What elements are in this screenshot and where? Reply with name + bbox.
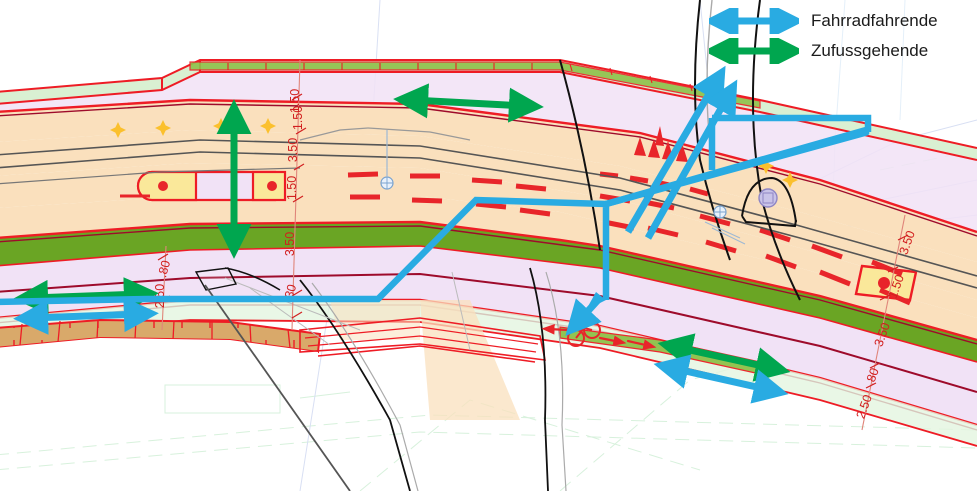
dim-center-1: 1.50 <box>288 89 302 113</box>
bollard-icon <box>878 277 890 289</box>
dim-center-4: 3.50 <box>283 232 297 256</box>
cycle-route-top-connector <box>605 114 872 208</box>
cycle-route-main-polyline <box>0 196 610 306</box>
bollard-icon <box>158 181 168 191</box>
double-arrow-icon <box>709 8 799 34</box>
double-arrow-icon <box>709 38 799 64</box>
legend: Fahrradfahrende Zufussgehende <box>709 6 969 66</box>
dim-right-4: .80 <box>863 366 882 387</box>
cycle-arrow-into-junction <box>565 297 602 336</box>
carriageway-direction-arrows <box>541 324 657 350</box>
bus-shelter-detail <box>741 176 797 228</box>
manhole-icon <box>380 130 746 245</box>
ped-arrow-top-sidewalk <box>393 83 544 123</box>
legend-label-pedestrian: Zufussgehende <box>811 41 929 60</box>
dim-top-1-50: 1.50 <box>291 106 305 130</box>
legend-item-cyclist: Fahrradfahrende <box>709 6 969 36</box>
cycle-arrow-left-footway <box>13 297 159 335</box>
cycle-arrow-northeast-a <box>624 65 726 234</box>
cycle-arrow-right-footway <box>653 354 789 404</box>
bollard-icon <box>267 181 277 191</box>
wall-shadow <box>0 338 318 360</box>
dim-left-1: .80 <box>155 259 173 279</box>
dim-center-3: 1.50 <box>285 176 299 200</box>
median-refuge-island-left <box>120 170 287 202</box>
legend-item-pedestrian: Zufussgehende <box>709 36 969 66</box>
dim-center-2: 3.50 <box>286 138 300 162</box>
dimension-lines <box>161 59 906 431</box>
lane-marking-dashes <box>347 171 911 306</box>
legend-label-cyclist: Fahrradfahrende <box>811 11 938 30</box>
